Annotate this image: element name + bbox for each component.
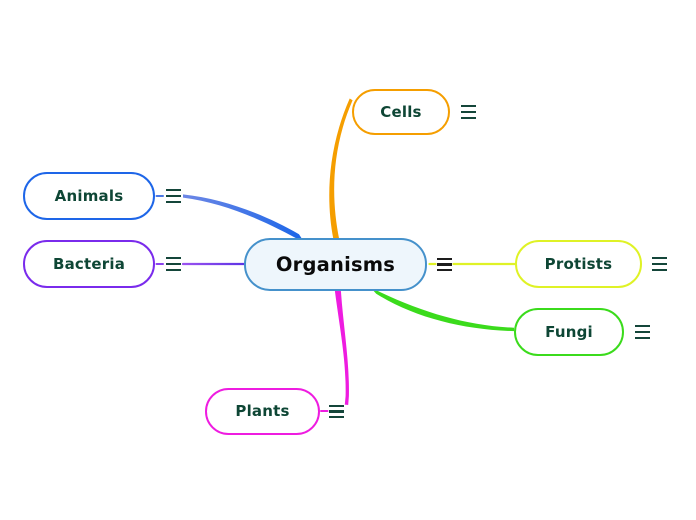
menu-icon-bar (461, 105, 476, 108)
menu-icon-bar (437, 263, 452, 266)
menu-icon-bar (329, 410, 344, 413)
menu-icon-fungi[interactable] (635, 325, 650, 339)
node-label-fungi: Fungi (545, 322, 593, 341)
menu-icon-animals[interactable] (166, 189, 181, 203)
menu-icon-bar (635, 336, 650, 339)
menu-icon-bar (329, 404, 344, 407)
menu-icon-bar (461, 110, 476, 114)
node-label-plants: Plants (235, 402, 290, 420)
menu-icon-bar (652, 262, 667, 266)
menu-icon-bar (437, 257, 452, 260)
node-label-cells: Cells (380, 102, 422, 121)
menu-icon-bar (166, 262, 181, 266)
menu-icon-bar (166, 257, 181, 260)
menu-icon-bar (652, 268, 667, 271)
menu-icon-bar (652, 257, 667, 260)
menu-icon-bar (329, 416, 344, 419)
menu-icon-bar (166, 189, 181, 192)
menu-icon-bar (166, 194, 181, 198)
menu-icon-bar (166, 268, 181, 271)
menu-icon-plants[interactable] (329, 404, 344, 419)
menu-icon-bacteria[interactable] (166, 257, 181, 271)
menu-icon-bar (635, 330, 650, 334)
menu-icon-protists[interactable] (652, 257, 667, 271)
mindmap-node-bacteria[interactable]: Bacteria (23, 240, 155, 288)
mindmap-node-plants[interactable]: Plants (205, 388, 320, 435)
node-label-organisms: Organisms (275, 252, 396, 276)
menu-icon-cells[interactable] (461, 105, 476, 119)
menu-icon-bar (635, 325, 650, 328)
mindmap-node-cells[interactable]: Cells (352, 89, 450, 135)
node-label-animals: Animals (54, 186, 124, 205)
node-label-bacteria: Bacteria (52, 254, 126, 273)
node-label-protists: Protists (544, 254, 613, 273)
mindmap-node-fungi[interactable]: Fungi (514, 308, 624, 356)
mindmap-node-protists[interactable]: Protists (515, 240, 642, 288)
menu-icon-bar (461, 116, 476, 119)
menu-icon-bar (166, 200, 181, 203)
mindmap-node-animals[interactable]: Animals (23, 172, 155, 220)
menu-icon-bar (437, 269, 452, 272)
menu-icon-organisms[interactable] (437, 257, 452, 272)
mindmap-node-organisms[interactable]: Organisms (244, 238, 427, 291)
